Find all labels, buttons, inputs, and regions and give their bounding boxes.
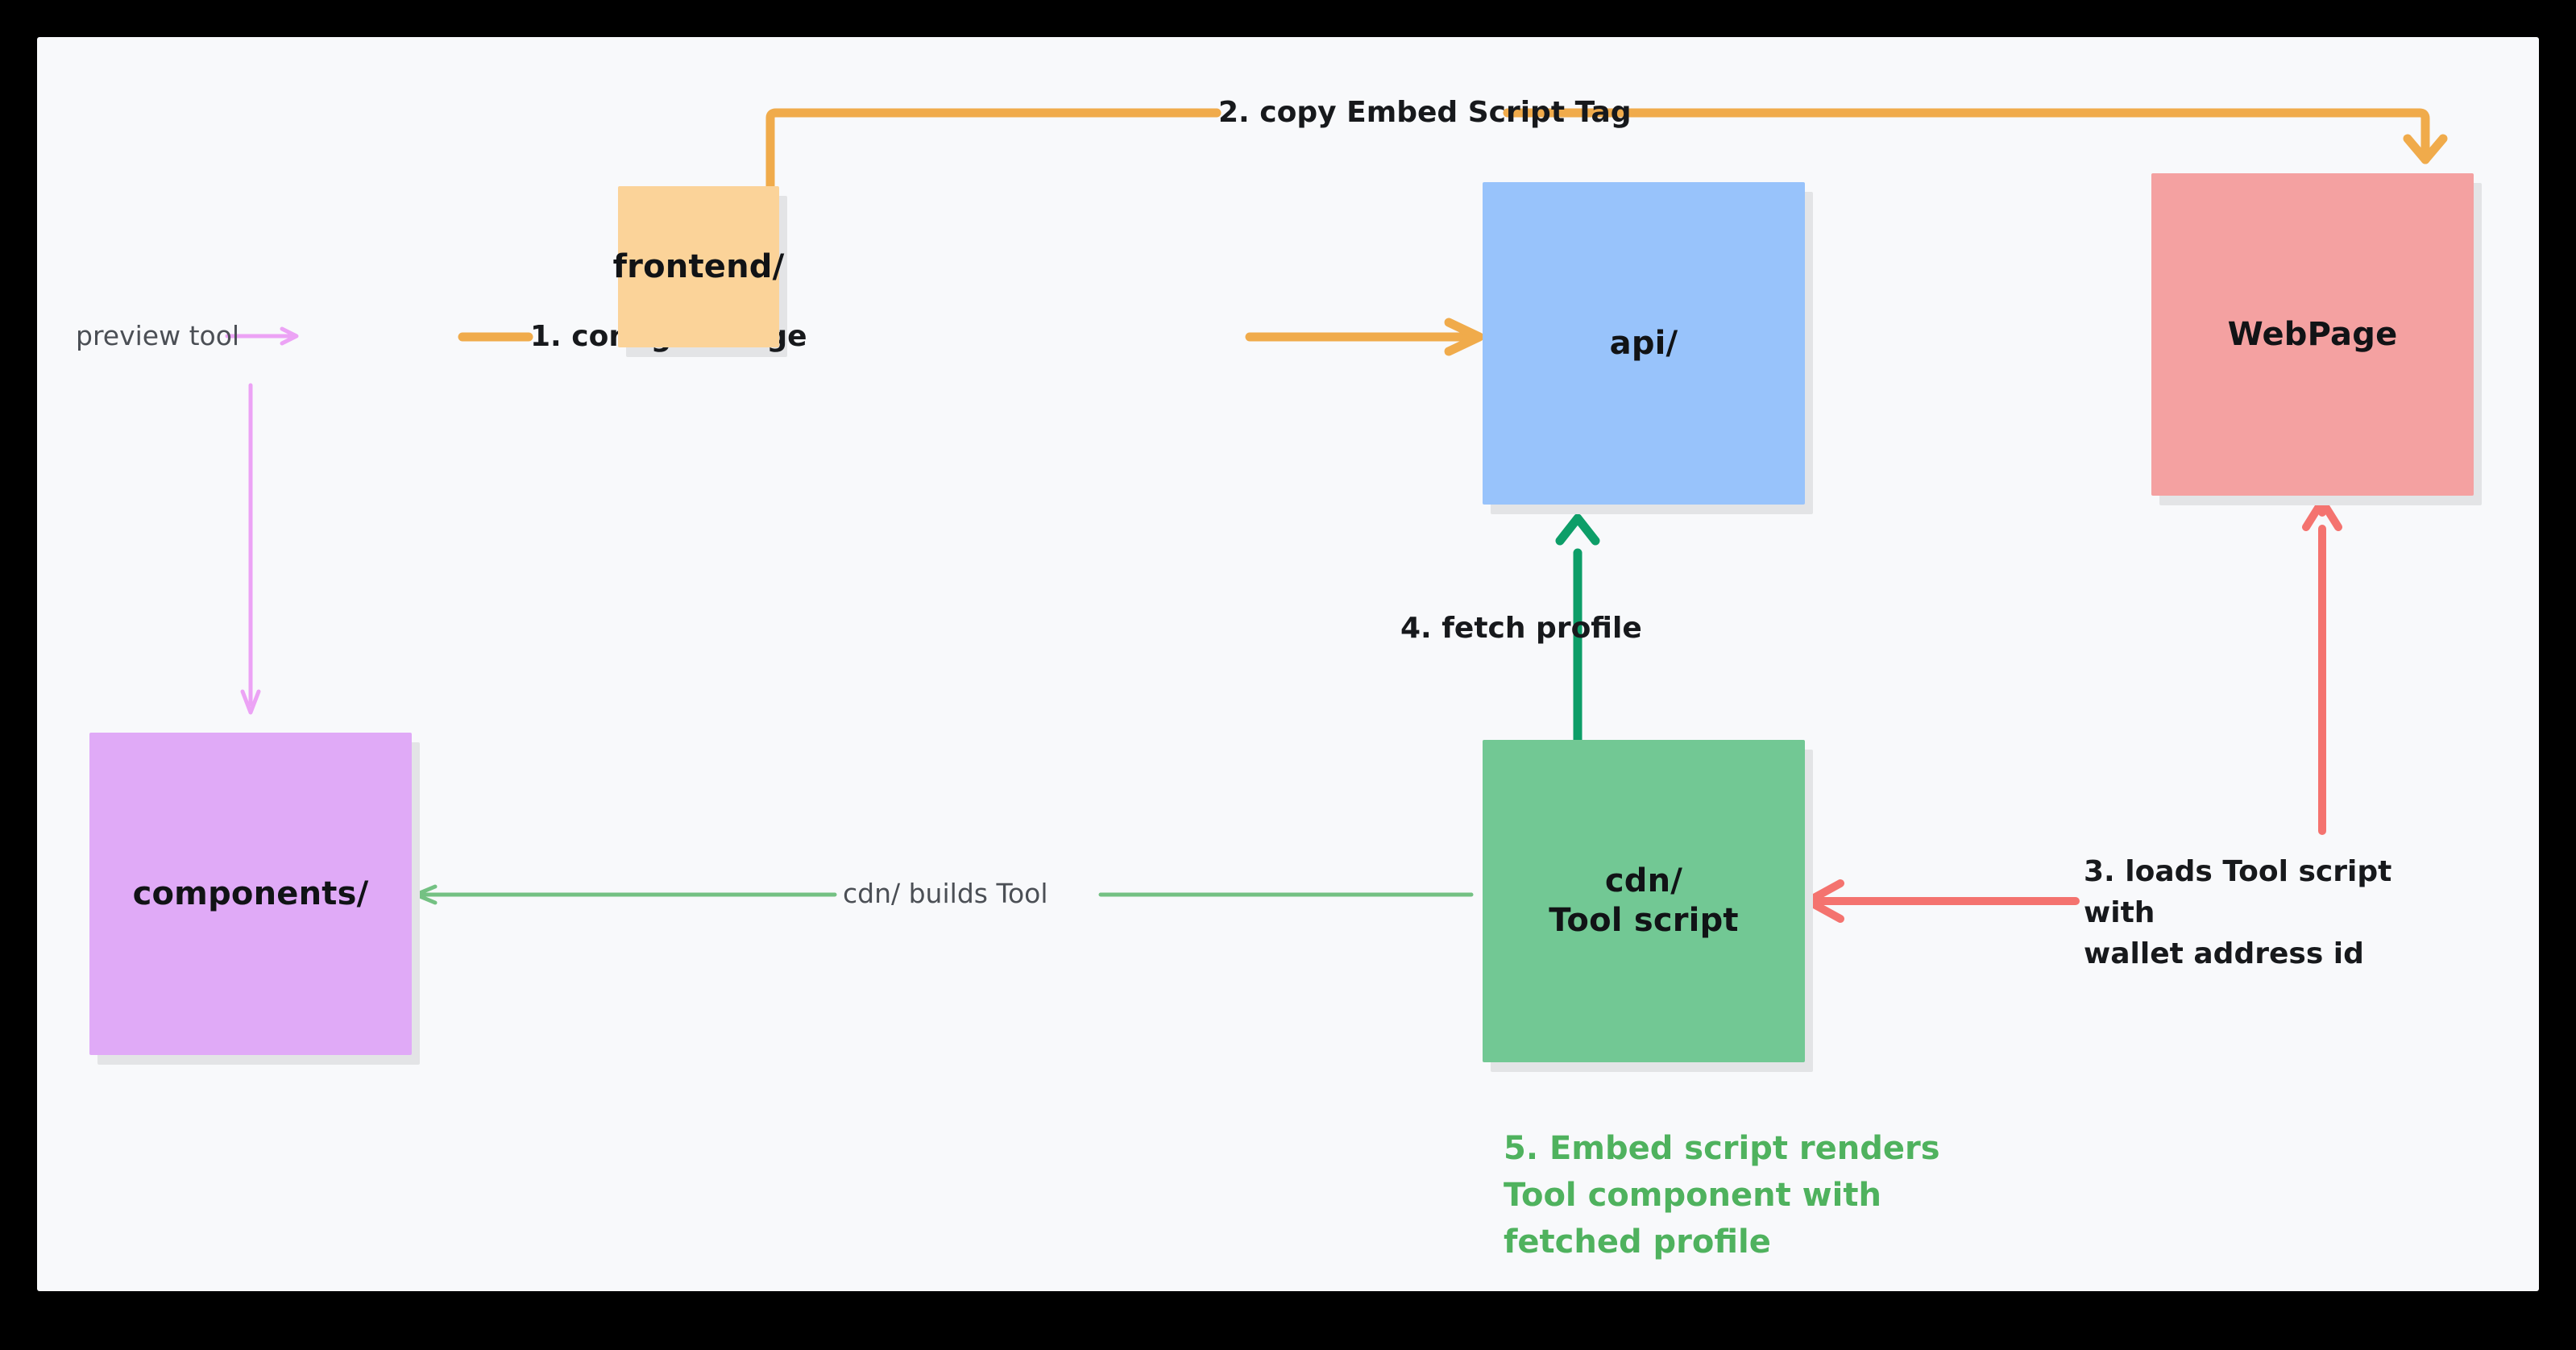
- edge-label-preview-tool: preview tool: [76, 320, 240, 351]
- edge-config-storage: [458, 318, 1484, 356]
- node-cdn[interactable]: cdn/ Tool script: [1483, 740, 1813, 1072]
- edge-label-copy-embed: 2. copy Embed Script Tag: [1218, 96, 1632, 129]
- edge-label-fetch-profile: 4. fetch profile: [1400, 612, 1642, 645]
- node-webpage-label: WebPage: [2227, 315, 2398, 353]
- node-face: [2151, 173, 2474, 496]
- node-frontend-label: frontend/: [612, 247, 785, 285]
- edge-copy-embed: [765, 108, 2448, 195]
- diagram-canvas: frontend/ api/ WebPage components/ cdn/ …: [37, 37, 2539, 1291]
- node-webpage[interactable]: WebPage: [2151, 173, 2482, 505]
- node-api-label: api/: [1609, 324, 1678, 362]
- node-face: [1483, 740, 1805, 1062]
- edge-label-loads-tool: 3. loads Tool script with wallet address…: [2084, 855, 2392, 971]
- node-face: [1483, 182, 1805, 505]
- edge-fetch-profile: [1555, 513, 1600, 745]
- edge-preview-tool: [225, 326, 299, 346]
- node-components[interactable]: components/: [89, 733, 420, 1065]
- node-components-label: components/: [132, 874, 369, 912]
- node-cdn-label: cdn/ Tool script: [1549, 862, 1739, 939]
- node-face: [618, 186, 779, 347]
- node-api[interactable]: api/: [1483, 182, 1813, 514]
- edge-label-cdn-builds: cdn/ builds Tool: [843, 878, 1048, 909]
- node-face: [89, 733, 412, 1055]
- node-frontend[interactable]: frontend/: [613, 186, 787, 357]
- note-embed-render: 5. Embed script renders Tool component w…: [1504, 1130, 1940, 1261]
- edge-preview-down: [240, 383, 261, 715]
